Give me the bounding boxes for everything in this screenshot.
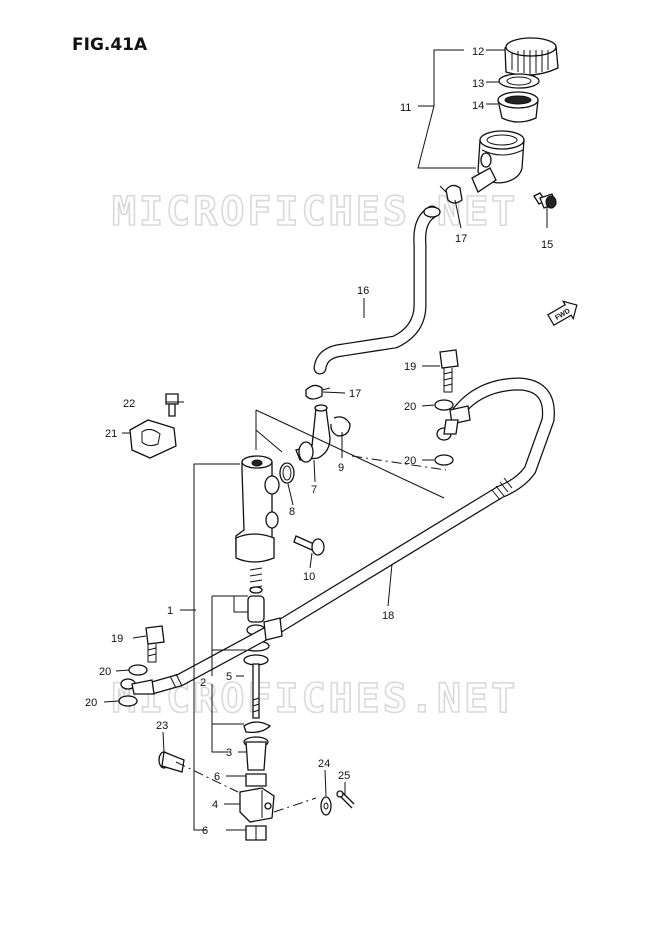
callout-19-upper: 19	[404, 361, 416, 373]
figure-title: FIG.41A	[72, 35, 148, 55]
callout-4: 4	[212, 799, 218, 811]
callout-12: 12	[472, 46, 484, 58]
callout-18: 18	[382, 610, 394, 622]
gasket-b	[434, 454, 454, 466]
reservoir-cap	[504, 37, 559, 76]
callout-13: 13	[472, 78, 484, 90]
callout-6-upper: 6	[214, 771, 220, 783]
mounting-bolt	[293, 535, 325, 556]
callout-20-b: 20	[404, 455, 416, 467]
callout-3: 3	[226, 747, 232, 759]
gasket-a	[434, 399, 454, 411]
cotter-pin	[336, 790, 355, 809]
callout-9: 9	[338, 462, 344, 474]
reservoir-body	[471, 130, 525, 193]
reservoir-hose	[313, 205, 441, 375]
clevis-pin	[158, 751, 185, 773]
callout-22: 22	[123, 398, 135, 410]
callout-2: 2	[200, 677, 206, 689]
callout-20-a: 20	[404, 401, 416, 413]
fwd-arrow-icon: FWD	[547, 300, 578, 327]
master-cylinder-body	[235, 455, 280, 563]
o-ring	[279, 462, 295, 484]
mounting-bracket	[129, 419, 177, 459]
callout-15: 15	[541, 239, 553, 251]
callout-21: 21	[105, 428, 117, 440]
callout-17-upper: 17	[455, 233, 467, 245]
gasket-d	[118, 695, 138, 707]
circlip	[330, 416, 351, 437]
callouts: 12 13 14 11 17 15 16 17 19 22 20 21 9 7 …	[85, 46, 553, 837]
brake-hose	[120, 377, 555, 695]
callout-6-lower: 6	[202, 825, 208, 837]
callout-24: 24	[318, 758, 330, 770]
piston-spring	[249, 567, 263, 594]
bracket-bolt	[165, 393, 179, 417]
callout-1: 1	[167, 605, 173, 617]
callout-11: 11	[400, 102, 411, 114]
hose-joint	[295, 404, 331, 463]
callout-14: 14	[472, 100, 484, 112]
diaphragm	[497, 91, 539, 123]
callout-19-lower: 19	[111, 633, 123, 645]
nut-upper	[245, 773, 267, 787]
union-bolt-lower	[145, 625, 165, 663]
callout-10: 10	[303, 571, 315, 583]
leader-lines	[103, 49, 548, 831]
callout-16: 16	[357, 285, 369, 297]
callout-17-lower: 17	[349, 388, 361, 400]
clevis	[239, 787, 275, 823]
callout-5: 5	[226, 671, 232, 683]
callout-8: 8	[289, 506, 295, 518]
boot	[243, 721, 272, 771]
callout-23: 23	[156, 720, 168, 732]
washer	[320, 796, 332, 816]
union-bolt-upper	[439, 349, 459, 393]
nut-lower	[245, 825, 267, 841]
callout-20-d: 20	[85, 697, 97, 709]
callout-25: 25	[338, 770, 350, 782]
gasket-c	[128, 664, 148, 676]
hose-clamp-lower	[305, 384, 331, 400]
diaphragm-plate	[498, 73, 540, 89]
callout-7: 7	[311, 484, 317, 496]
reservoir-screw	[533, 192, 557, 209]
callout-20-c: 20	[99, 666, 111, 678]
hose-clamp-upper	[439, 184, 463, 204]
